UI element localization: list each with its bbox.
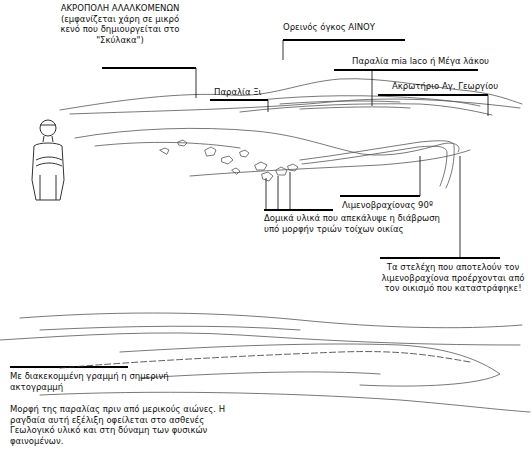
annotation-label: Με διακεκομμένη γραμμή η σημερινή ακτογρ…: [10, 371, 170, 392]
annotation-label: Μορφή της παραλίας πριν από μερικούς αιώ…: [10, 404, 250, 446]
annotation-label: Παραλία Ξι: [214, 87, 294, 98]
annotation-label: Παραλία mia laco ή Μέγα λάκου: [352, 56, 532, 67]
annotation-label: Δομικά υλικά που απεκάλυψε η διάβρωση υπ…: [264, 213, 454, 234]
annotation-label: Ορεινός όγκος ΑΙΝΟΥ: [283, 22, 413, 33]
annotation-label: Ακρωτήριο Αγ. Γεωργίου: [392, 81, 522, 92]
annotation-label: Τα στελέχη που αποτελούν τον λιμενοβραχί…: [378, 262, 528, 294]
annotation-label: ΑΚΡΟΠΟΛΗ ΑΛΑΛΚΟΜΕΝΩΝ (εμφανίζεται χάρη σ…: [50, 3, 190, 45]
annotation-label: Λιμενοβραχίονας 90º: [342, 200, 462, 211]
human-figure: [32, 120, 64, 200]
